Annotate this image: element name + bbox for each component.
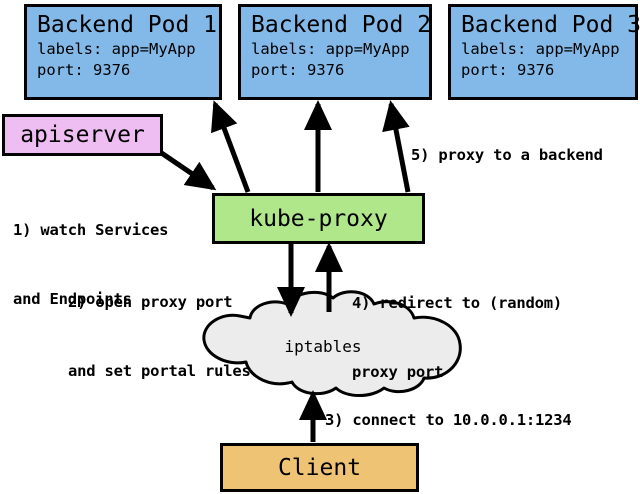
caption-step-4: 4) redirect to (random) proxy port — [352, 246, 562, 430]
kube-proxy-box: kube-proxy — [212, 193, 425, 244]
connector-kubeproxy-to-pod3 — [382, 100, 411, 193]
backend-pod-2-labels: labels: app=MyApp — [251, 40, 410, 58]
connector-kubeproxy-to-pod1 — [211, 100, 251, 193]
backend-pod-2-port: port: 9376 — [251, 61, 345, 79]
client-label: Client — [277, 454, 362, 481]
caption-step-4-line-2: proxy port — [352, 363, 444, 381]
caption-step-1-line-1: 1) watch Services — [13, 221, 169, 239]
caption-step-5: 5) proxy to a backend — [411, 146, 603, 164]
client-box: Client — [220, 443, 419, 492]
kube-proxy-label: kube-proxy — [249, 205, 388, 232]
backend-pod-1-port: port: 9376 — [37, 61, 131, 79]
connector-apiserver-to-kubeproxy — [158, 149, 217, 191]
caption-step-1-line-2: and Endpoints — [13, 290, 132, 308]
backend-pod-2-title: Backend Pod 2 — [251, 12, 432, 38]
apiserver-box: apiserver — [2, 114, 163, 156]
caption-step-2-line-2: and set portal rules — [68, 362, 251, 380]
backend-pod-2-box: Backend Pod 2 labels: app=MyApp port: 93… — [238, 4, 432, 100]
caption-step-4-line-1: 4) redirect to (random) — [352, 294, 563, 312]
backend-pod-3-port: port: 9376 — [461, 61, 555, 79]
caption-step-2: 2) open proxy port and set portal rules — [68, 245, 251, 429]
iptables-label: iptables — [284, 337, 362, 356]
caption-step-1: 1) watch Services and Endpoints — [13, 173, 168, 357]
backend-pod-3-box: Backend Pod 3 labels: app=MyApp port: 93… — [448, 4, 640, 100]
apiserver-label: apiserver — [20, 122, 145, 148]
caption-step-2-line-1: 2) open proxy port — [68, 293, 233, 311]
caption-step-3: 3) connect to 10.0.0.1:1234 — [325, 411, 572, 429]
backend-pod-3-labels: labels: app=MyApp — [461, 40, 620, 58]
backend-pod-3-title: Backend Pod 3 — [461, 12, 640, 38]
backend-pod-1-box: Backend Pod 1 labels: app=MyApp port: 93… — [24, 4, 222, 100]
iptables-cloud-shape — [202, 290, 462, 397]
backend-pod-1-title: Backend Pod 1 — [37, 12, 218, 38]
backend-pod-1-labels: labels: app=MyApp — [37, 40, 196, 58]
